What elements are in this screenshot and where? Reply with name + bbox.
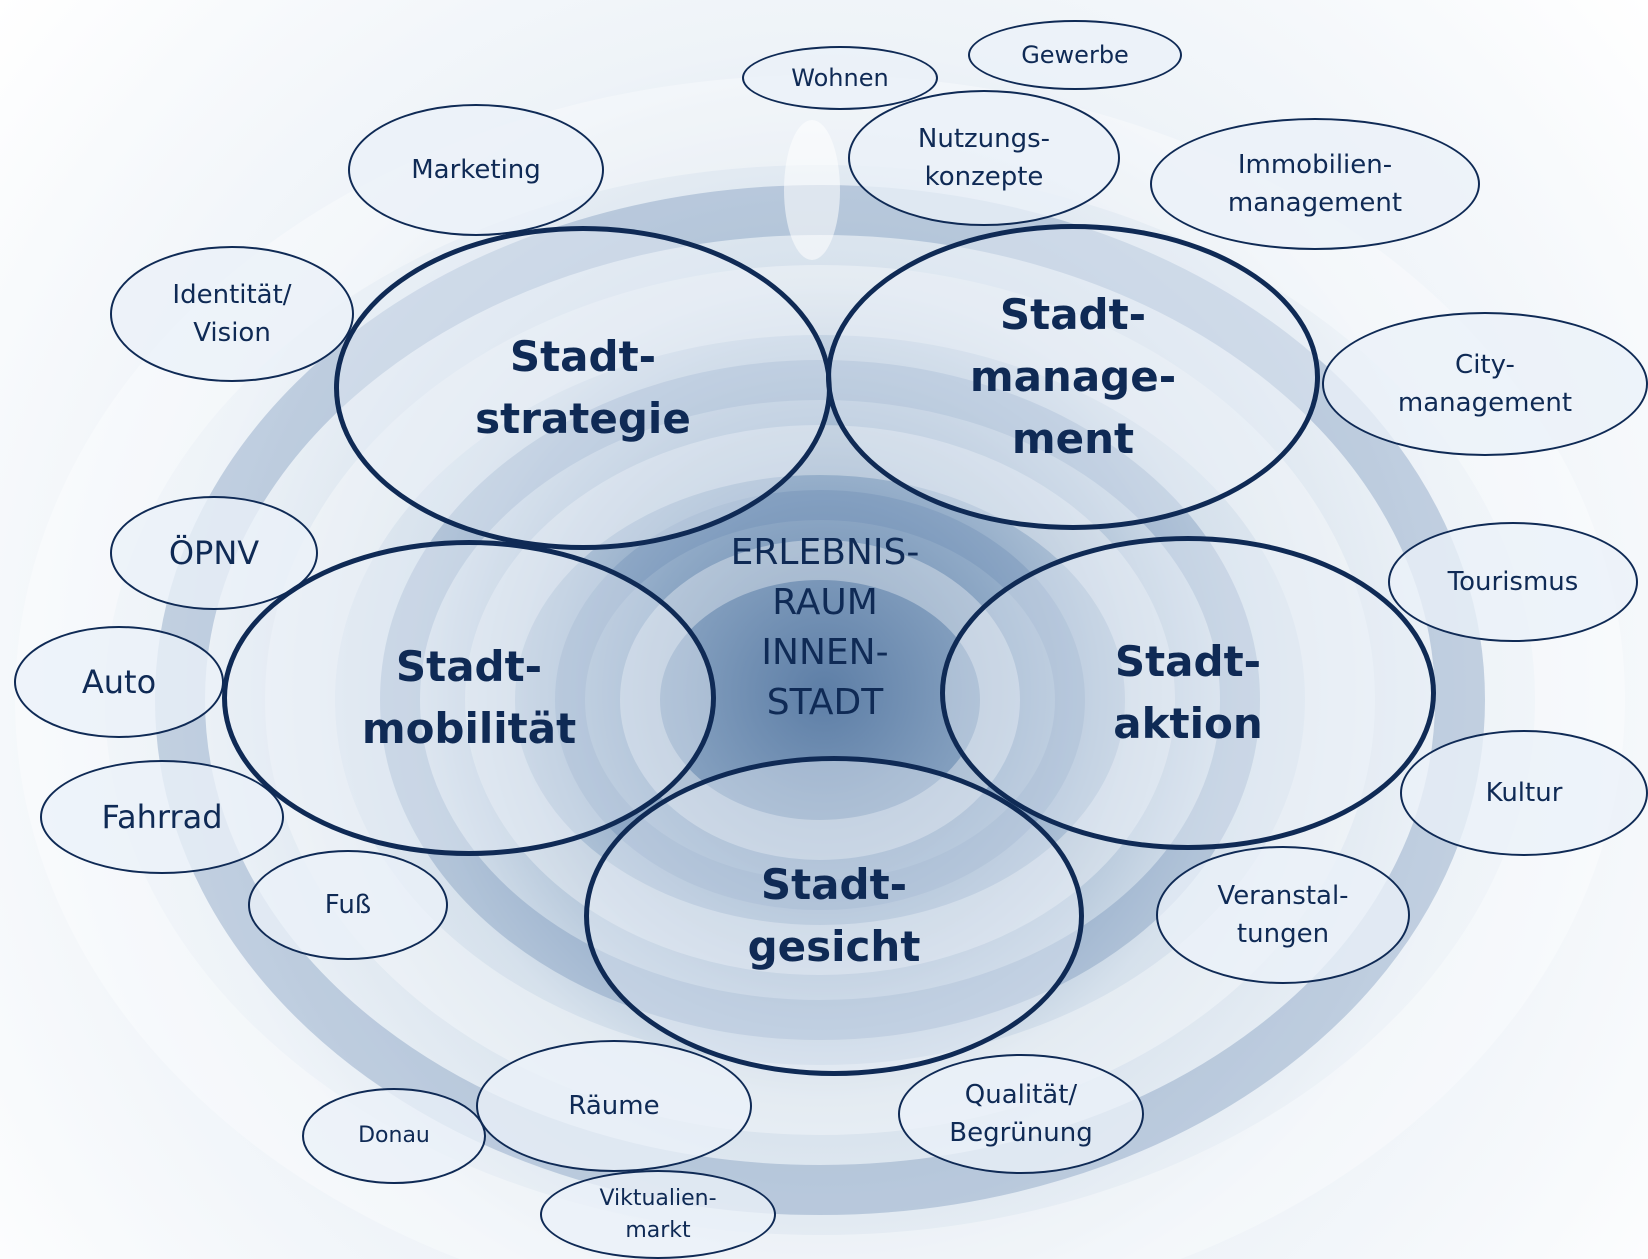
topic-label: Kultur — [1485, 778, 1563, 808]
topic-auto: Auto — [14, 626, 224, 738]
topic-label: Qualität/ Begrünung — [949, 1080, 1093, 1148]
pillar-label: Stadt- aktion — [1113, 637, 1263, 748]
pillar-label: Stadt- mobilität — [361, 642, 577, 753]
topic-identitaet-vision: Identität/ Vision — [110, 246, 354, 382]
pillar-stadtstrategie: Stadt- strategie — [334, 226, 832, 550]
topic-label: Nutzungs- konzepte — [917, 124, 1051, 192]
topic-label: Marketing — [411, 155, 541, 185]
topic-donau: Donau — [302, 1088, 486, 1184]
topic-label: ÖPNV — [168, 534, 260, 572]
topic-tourismus: Tourismus — [1388, 522, 1638, 642]
topic-viktualienmarkt: Viktualien- markt — [540, 1170, 776, 1259]
pillar-stadtmanagement: Stadt- manage- ment — [826, 224, 1320, 530]
topic-label: Fuß — [324, 890, 372, 920]
topic-oepnv: ÖPNV — [110, 496, 318, 610]
topic-label: Donau — [358, 1123, 430, 1148]
topic-fuss: Fuß — [248, 850, 448, 960]
topic-label: Immobilien- management — [1227, 150, 1403, 218]
topic-label: Veranstal- tungen — [1217, 881, 1349, 949]
topic-marketing: Marketing — [348, 104, 604, 236]
topic-nutzungskonzepte: Nutzungs- konzepte — [848, 90, 1120, 226]
topic-label: Auto — [81, 663, 157, 701]
topic-wohnen: Wohnen — [742, 46, 938, 110]
pillar-label: Stadt- gesicht — [747, 860, 921, 971]
topic-qualitaet-begruenung: Qualität/ Begrünung — [898, 1054, 1144, 1174]
water-drop-icon — [784, 120, 840, 260]
pillar-stadtgesicht: Stadt- gesicht — [584, 756, 1084, 1076]
pillar-stadtmobilitaet: Stadt- mobilität — [222, 540, 716, 856]
topic-label: Tourismus — [1447, 567, 1579, 597]
center-label: ERLEBNIS- RAUM INNEN- STADT — [730, 532, 920, 723]
topic-veranstaltungen: Veranstal- tungen — [1156, 846, 1410, 984]
pillar-label: Stadt- manage- ment — [969, 290, 1177, 463]
topic-label: Identität/ Vision — [172, 280, 292, 348]
topic-fahrrad: Fahrrad — [40, 760, 284, 874]
topic-gewerbe: Gewerbe — [968, 20, 1182, 90]
pillar-label: Stadt- strategie — [475, 332, 691, 443]
topic-label: Gewerbe — [1021, 41, 1129, 69]
topic-raeume: Räume — [476, 1040, 752, 1172]
topic-label: Viktualien- markt — [599, 1185, 717, 1243]
topic-label: Wohnen — [791, 64, 889, 92]
topic-label: Räume — [568, 1091, 660, 1121]
topic-label: Fahrrad — [101, 798, 223, 836]
topic-citymanagement: City- management — [1322, 312, 1648, 456]
pillar-stadtaktion: Stadt- aktion — [940, 536, 1436, 850]
topic-label: City- management — [1397, 350, 1573, 418]
topic-immobilienmanagement: Immobilien- management — [1150, 118, 1480, 250]
topic-kultur: Kultur — [1400, 730, 1648, 856]
